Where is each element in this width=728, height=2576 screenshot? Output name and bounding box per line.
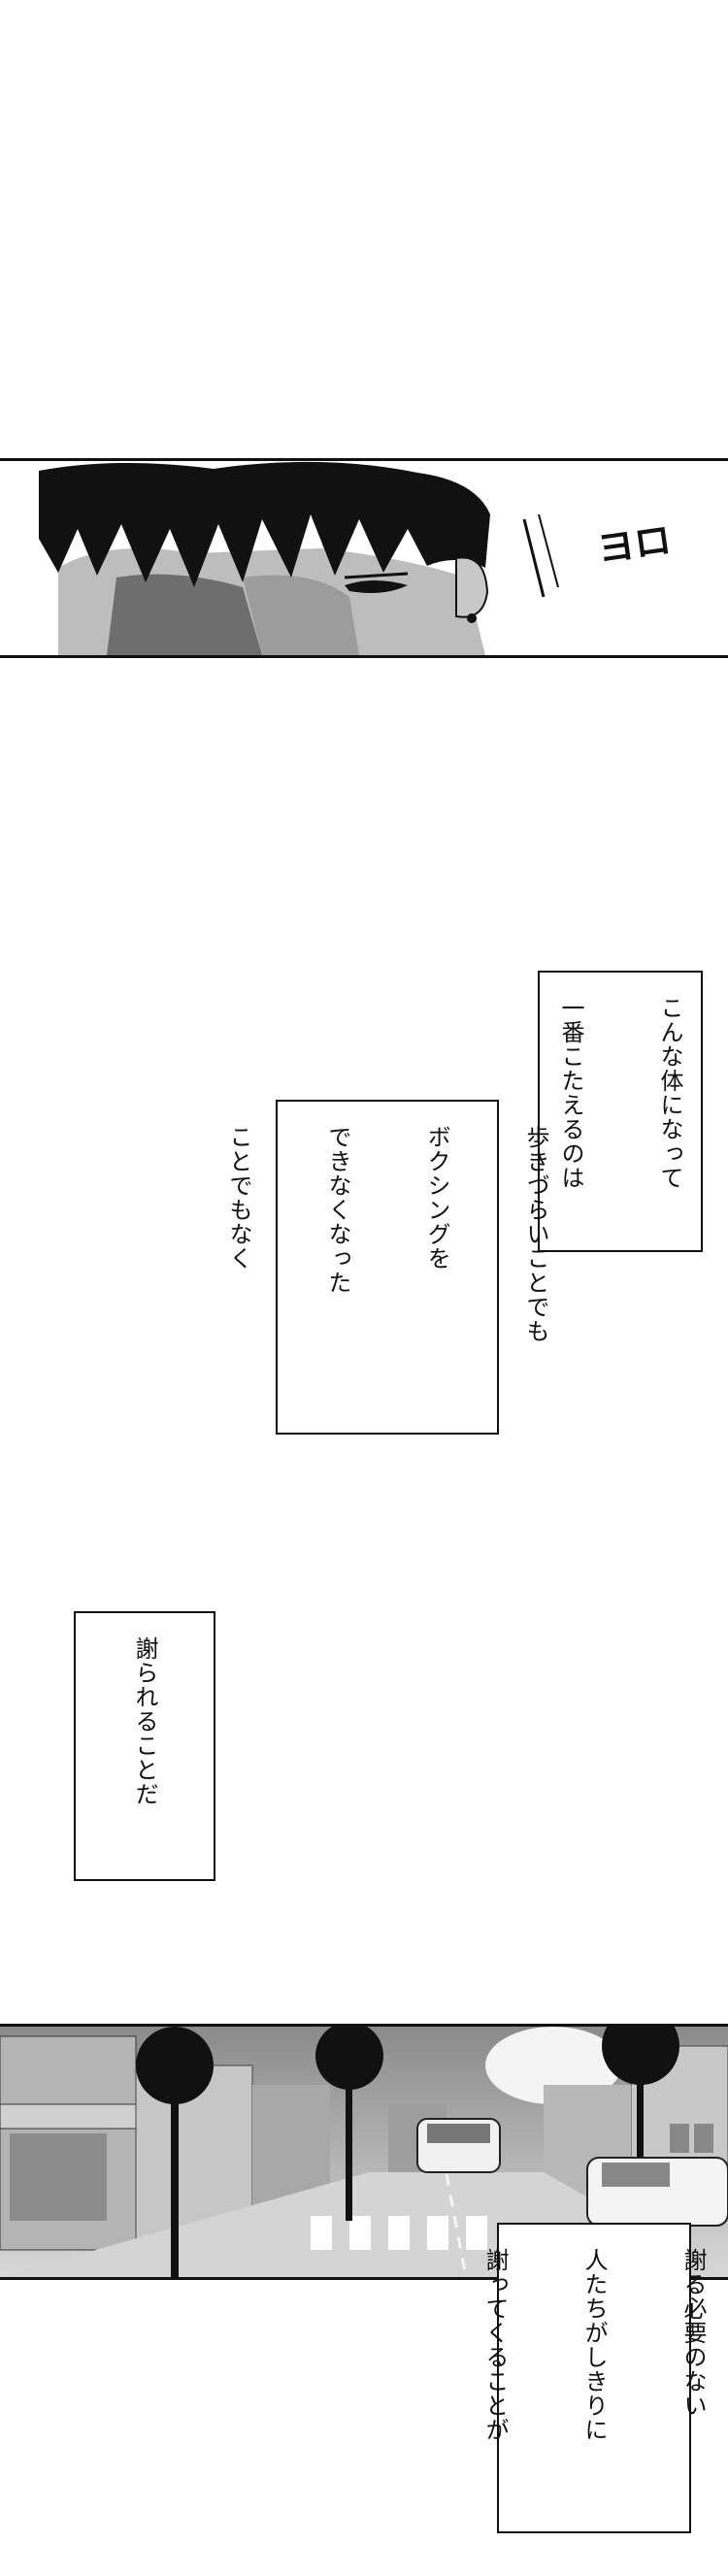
caption-line: ことでもなく [225, 1125, 252, 1271]
panel-street-scene [0, 2024, 728, 2280]
caption-box-4: 謝る必要のない 人たちがしきりに 謝ってくることが [481, 2223, 707, 2533]
caption-text-2: 歩きづらいことでも ボクシングを できなくなった ことでもなく [156, 1125, 618, 1343]
caption-line: 謝られることだ [131, 1636, 158, 1806]
caption-line: こんな体になって [656, 996, 683, 1190]
caption-line: できなくなった [324, 1125, 351, 1295]
caption-box-3: 謝られることだ [74, 1611, 215, 1881]
street-scene-illustration [0, 2027, 728, 2277]
caption-line: 人たちがしきりに [580, 2248, 608, 2442]
caption-text-3: 謝られることだ [62, 1636, 227, 1806]
caption-box-2: 歩きづらいことでも ボクシングを できなくなった ことでもなく [225, 1100, 549, 1435]
caption-text-1: こんな体になって 一番こたえるのは [488, 996, 728, 1190]
caption-box-1: こんな体になって 一番こたえるのは [538, 971, 703, 1252]
caption-line: 謝る必要のない [679, 2248, 707, 2418]
caption-line: ボクシングを [423, 1125, 450, 1271]
face-closeup-illustration [0, 461, 728, 655]
caption-line: 歩きづらいことでも [522, 1125, 549, 1343]
caption-line: 一番こたえるのは [557, 996, 584, 1190]
caption-text-4: 謝る必要のない 人たちがしきりに 謝ってくることが [413, 2248, 728, 2442]
panel-face-closeup: ヨロ [0, 458, 728, 658]
caption-line: 謝ってくることが [481, 2248, 509, 2442]
sound-effect-text: ヨロ [594, 517, 675, 572]
